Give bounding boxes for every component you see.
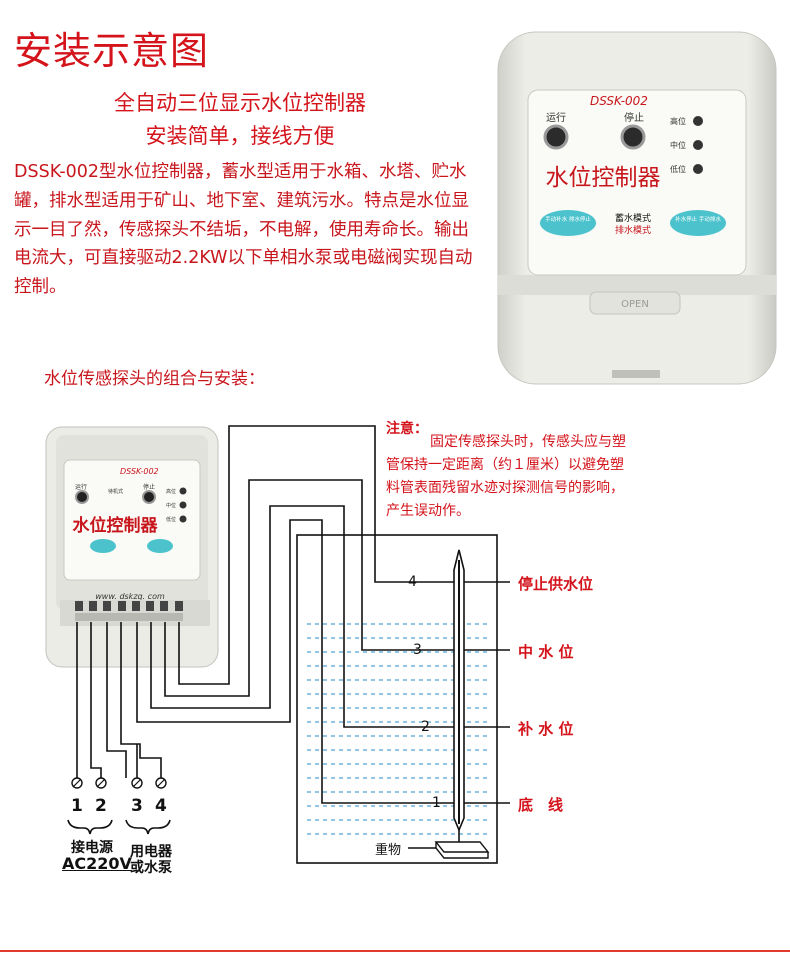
diagram-level-low: 低位 [166,516,176,523]
diagram-website: www. dskzq. com [95,592,165,601]
diagram-run-label: 运行 [75,483,87,491]
probe-number-3: 3 [413,642,422,658]
terminal-number-3: 3 [131,796,143,816]
power-label-line-1: 接电源 [71,840,113,856]
terminal-number-1: 1 [71,796,83,816]
photo-level-high: 高位 [670,116,686,126]
probe-number-4: 4 [408,574,417,590]
photo-run-led [543,124,569,150]
photo-left-button [540,210,596,236]
diagram-mode-label: 待机式 [108,488,123,495]
photo-right-button-label: 补水停止 手动排水 [675,215,721,223]
subtitle-1: 全自动三位显示水位控制器 [114,91,366,115]
photo-level-low: 低位 [670,164,686,174]
photo-mode-store: 蓄水模式 [615,212,651,224]
weight-label: 重物 [375,843,402,858]
photo-level-mid: 中位 [670,140,686,150]
photo-run-label: 运行 [546,111,566,124]
diagram-level-high: 高位 [166,488,176,495]
photo-device-name: 水位控制器 [546,165,661,191]
photo-model: DSSK-002 [590,94,648,108]
power-label-line-2: AC220V [62,854,132,873]
level-refill: 补 水 位 [518,720,574,738]
level-middle: 中 水 位 [518,643,574,661]
photo-mode-drain: 排水模式 [615,224,651,236]
water-tank [296,534,498,864]
terminal-screws [71,777,167,789]
combo-heading: 水位传感探头的组合与安装： [44,369,265,389]
photo-right-button [670,210,726,236]
product-photo: OPEN DSSK-002 运行 停止 高位 中位 低位 水位控制器 手动补水 … [497,31,777,385]
probe-number-1: 1 [432,795,441,811]
open-label: OPEN [621,299,649,310]
level-bottom: 底 线 [518,796,564,814]
terminal-block [75,601,183,621]
diagram-device-name: 水位控制器 [73,515,159,536]
level-stop-supply: 停止供水位 [518,575,594,593]
photo-stop-label: 停止 [624,111,644,124]
subtitle-2: 安装简单，接线方便 [145,124,335,148]
power-label: 接电源 AC220V [62,840,132,873]
weight [434,841,490,853]
terminal-number-2: 2 [95,796,107,816]
note-title: 注意： [386,421,428,437]
page-title: 安装示意图 [14,29,210,73]
photo-stop-led [620,124,646,150]
wiring-diagram: DSSK-002 运行 待机式 停止 高位 中位 低位 水位控制器 www. d… [45,425,510,864]
diagram-model: DSSK-002 [120,467,159,476]
photo-left-button-label: 手动补水 排水停止 [545,215,591,223]
probe-number-2: 2 [421,719,430,735]
load-label-line-2: 或水泵 [130,860,172,876]
load-label: 用电器 或水泵 [122,844,180,876]
note-text: 固定传感探头时，传感头应与塑管保持一定距离（约１厘米）以避免塑料管表面残留水迹对… [386,434,626,519]
description: DSSK-002型水位控制器，蓄水型适用于水箱、水塔、贮水罐，排水型适用于矿山、… [14,162,473,298]
terminal-number-4: 4 [155,796,167,816]
diagram-stop-label: 停止 [143,483,155,491]
bottom-divider [0,950,790,952]
load-label-line-1: 用电器 [130,844,172,860]
diagram-level-mid: 中位 [166,502,176,509]
